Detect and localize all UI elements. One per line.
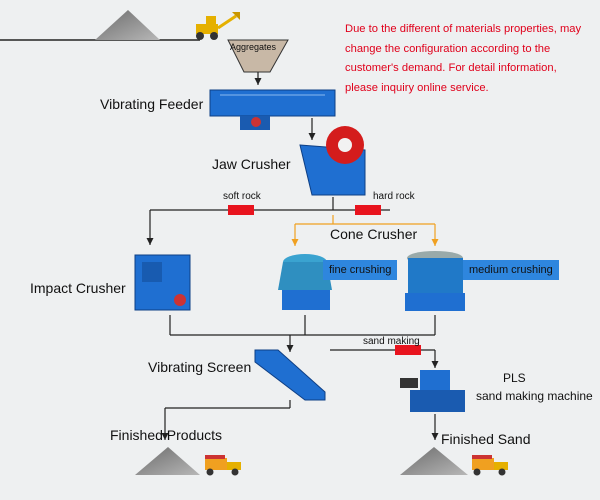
aggregates-label: Aggregates xyxy=(230,42,277,52)
impact-crusher-label: Impact Crusher xyxy=(30,280,126,296)
gravel-pile-icon xyxy=(95,10,160,40)
impact-crusher-machine xyxy=(134,254,191,311)
fine-cone-crusher-machine xyxy=(278,254,332,310)
medium-cone-crusher-machine xyxy=(405,251,465,311)
note-line: Due to the different of materials proper… xyxy=(345,23,582,35)
vibrating-feeder-machine xyxy=(209,89,336,130)
sand-making-valve xyxy=(395,345,421,355)
note-line: please inquiry online service. xyxy=(345,81,489,94)
jaw-crusher-machine xyxy=(299,126,366,196)
aggregates-hopper xyxy=(227,39,289,73)
fine-crushing-tag: fine crushing xyxy=(323,260,398,280)
hard-rock-valve xyxy=(355,205,381,215)
vibrating-feeder-label: Vibrating Feeder xyxy=(100,96,204,112)
sand-pile-icon xyxy=(400,447,468,475)
dump-truck-icon xyxy=(472,455,508,476)
soft-rock-valve xyxy=(228,205,254,215)
vibrating-screen-machine xyxy=(254,349,326,401)
loader-truck-icon xyxy=(196,12,240,40)
finished-sand-label: Finished Sand xyxy=(441,431,531,447)
soft-rock-label: soft rock xyxy=(223,191,261,202)
pls-label: PLS xyxy=(503,371,526,385)
medium-crushing-tag: medium crushing xyxy=(463,260,559,280)
sand-making-label: sand making xyxy=(363,336,420,347)
sand-making-machine-label: sand making machine xyxy=(476,389,593,403)
vibrating-screen-label: Vibrating Screen xyxy=(148,359,252,375)
hard-rock-label: hard rock xyxy=(373,191,415,202)
finished-products-label: Finished Products xyxy=(110,427,223,443)
note-line: customer's demand. For detail informatio… xyxy=(345,62,557,74)
note-line: change the configuration according to th… xyxy=(345,42,551,55)
cone-crusher-label: Cone Crusher xyxy=(330,226,418,242)
dump-truck-icon xyxy=(205,455,241,476)
gravel-pile-icon xyxy=(135,447,200,475)
jaw-crusher-label: Jaw Crusher xyxy=(212,156,291,172)
sand-making-machine xyxy=(400,370,465,412)
configuration-note: Due to the different of materials proper… xyxy=(345,20,595,98)
